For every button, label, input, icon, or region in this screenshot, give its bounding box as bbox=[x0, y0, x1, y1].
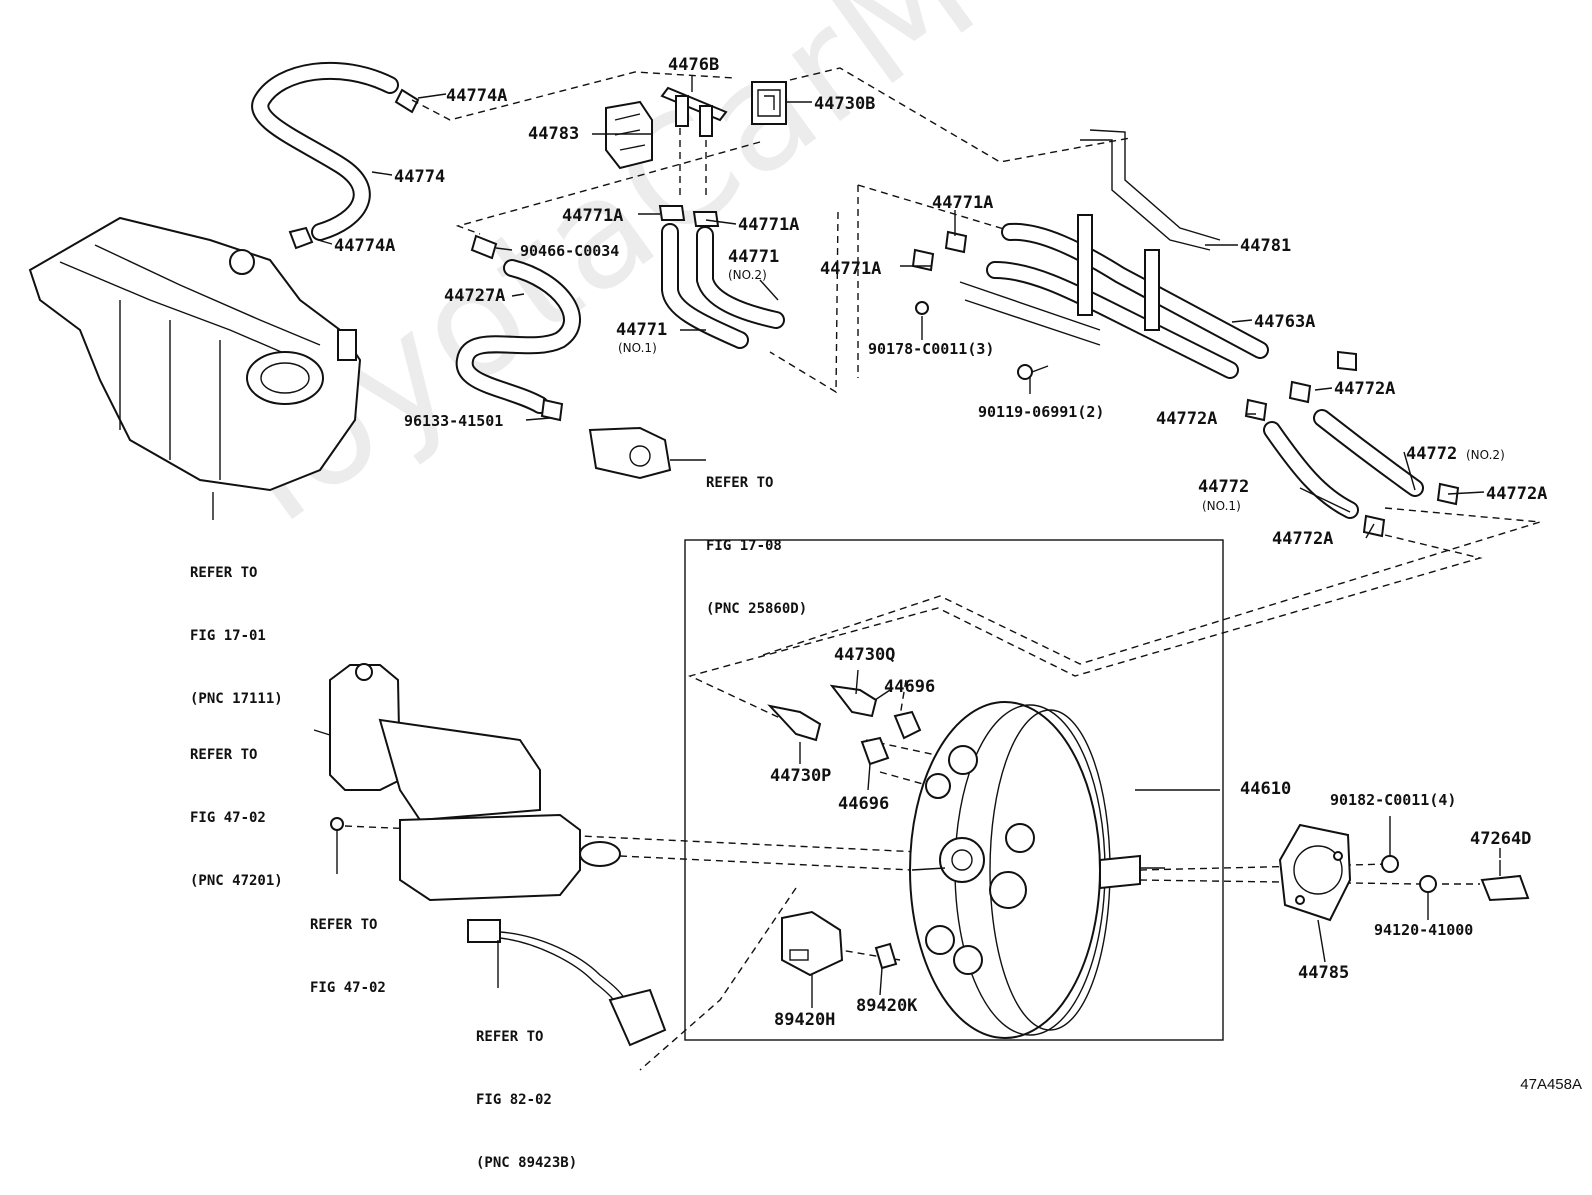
clip-47264D bbox=[1480, 860, 1530, 902]
vsv-44783 bbox=[605, 100, 653, 170]
label-44696-b: 44696 bbox=[838, 794, 890, 814]
label-44771A-left: 44771A bbox=[562, 206, 624, 226]
wire-harness bbox=[467, 919, 667, 1047]
reference-line: REFER TO bbox=[706, 475, 774, 491]
hose-44774 bbox=[251, 61, 420, 250]
clips-44771A bbox=[911, 230, 968, 272]
label-44771-no2-sub: (NO.2) bbox=[728, 268, 767, 282]
label-44783: 44783 bbox=[528, 124, 580, 144]
label-44785: 44785 bbox=[1298, 963, 1350, 983]
label-44727A: 44727A bbox=[444, 286, 506, 306]
hose-44727A bbox=[455, 234, 581, 422]
label-90466-C0034: 90466-C0034 bbox=[520, 242, 620, 260]
label-44772A-c: 44772A bbox=[1486, 484, 1548, 504]
label-44774A-bottom: 44774A bbox=[334, 236, 396, 256]
reference-fig-82-02: REFER TO FIG 82-02 (PNC 89423B) bbox=[476, 985, 577, 1195]
label-44772-no1-sub: (NO.1) bbox=[1202, 499, 1241, 513]
label-94120-41000: 94120-41000 bbox=[1374, 921, 1474, 939]
label-44772-no1: 44772 bbox=[1198, 477, 1250, 497]
brake-booster bbox=[909, 701, 1165, 1039]
label-44771-no1: 44771 bbox=[616, 320, 668, 340]
booster-small-parts bbox=[767, 684, 922, 977]
label-44771A-mid: 44771A bbox=[738, 215, 800, 235]
label-44771A-right: 44771A bbox=[932, 193, 994, 213]
reference-line: FIG 82-02 bbox=[476, 1092, 552, 1108]
reference-fig-17-01: REFER TO FIG 17-01 (PNC 17111) bbox=[190, 521, 283, 731]
label-44763A: 44763A bbox=[1254, 312, 1316, 332]
reference-line: REFER TO bbox=[476, 1029, 544, 1045]
label-44781: 44781 bbox=[1240, 236, 1292, 256]
reference-line: REFER TO bbox=[190, 747, 258, 763]
reference-line: (PNC 17111) bbox=[190, 691, 283, 707]
hose-44771 bbox=[658, 205, 785, 349]
reference-line: FIG 17-08 bbox=[706, 538, 782, 554]
label-47264D: 47264D bbox=[1470, 829, 1532, 849]
label-44774: 44774 bbox=[394, 167, 446, 187]
reference-line: REFER TO bbox=[190, 565, 258, 581]
map-sensor bbox=[588, 426, 672, 480]
reference-line: (PNC 25860D) bbox=[706, 601, 808, 617]
gasket-44785 bbox=[1278, 823, 1352, 922]
connector-4476B bbox=[660, 86, 728, 137]
label-44772A-b: 44772A bbox=[1156, 409, 1218, 429]
label-44774A-top: 44774A bbox=[446, 86, 508, 106]
intake-manifold bbox=[28, 216, 362, 492]
label-44610: 44610 bbox=[1240, 779, 1292, 799]
reference-fig-17-08: REFER TO FIG 17-08 (PNC 25860D) bbox=[706, 431, 807, 641]
label-89420H: 89420H bbox=[774, 1010, 836, 1030]
label-44730B: 44730B bbox=[814, 94, 876, 114]
reference-fig-47-02-pnc: REFER TO FIG 47-02 (PNC 47201) bbox=[190, 703, 283, 913]
label-44771-no2: 44771 bbox=[728, 247, 780, 267]
reference-line: (PNC 89423B) bbox=[476, 1155, 578, 1171]
label-44772A-a: 44772A bbox=[1334, 379, 1396, 399]
label-44730P: 44730P bbox=[770, 766, 832, 786]
label-44696-a: 44696 bbox=[884, 677, 936, 697]
label-90178-C0011: 90178-C0011(3) bbox=[868, 340, 995, 358]
label-90119-06991: 90119-06991(2) bbox=[978, 403, 1105, 421]
pipe-assembly bbox=[915, 129, 1269, 380]
master-cylinder bbox=[329, 663, 621, 902]
reference-line: FIG 47-02 bbox=[310, 980, 386, 996]
label-44772A-d: 44772A bbox=[1272, 529, 1334, 549]
label-44771-no1-sub: (NO.1) bbox=[618, 341, 657, 355]
parts-diagram bbox=[28, 61, 1541, 1071]
diagram-code: 47A458A bbox=[1520, 1076, 1582, 1093]
label-90182-C0011: 90182-C0011(4) bbox=[1330, 791, 1457, 809]
reference-line: FIG 47-02 bbox=[190, 810, 266, 826]
label-4476B: 4476B bbox=[668, 55, 720, 75]
label-44730Q: 44730Q bbox=[834, 645, 896, 665]
reference-line: FIG 17-01 bbox=[190, 628, 266, 644]
reference-fig-47-02: REFER TO FIG 47-02 bbox=[310, 873, 386, 1020]
reference-line: REFER TO bbox=[310, 917, 378, 933]
reference-line: (PNC 47201) bbox=[190, 873, 283, 889]
label-44772-no2-sub: (NO.2) bbox=[1466, 448, 1505, 462]
booster-frame bbox=[684, 539, 1224, 1041]
label-96133-41501: 96133-41501 bbox=[404, 412, 504, 430]
clip-44730B bbox=[751, 81, 787, 125]
hoses-44772 bbox=[1244, 350, 1460, 538]
label-leaders bbox=[212, 76, 1501, 1008]
label-89420K: 89420K bbox=[856, 996, 918, 1016]
nut-94120 bbox=[1419, 875, 1437, 893]
label-44771A-far: 44771A bbox=[820, 259, 882, 279]
nut-90182 bbox=[1381, 855, 1399, 873]
label-44772-no2: 44772 bbox=[1406, 444, 1458, 464]
